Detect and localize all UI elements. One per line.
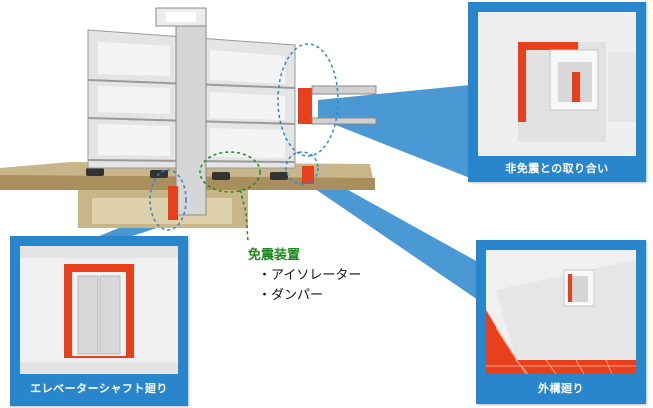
connector-exterior <box>302 170 478 300</box>
elevator-penthouse-opening <box>166 12 196 22</box>
isolator-pad <box>86 168 104 176</box>
junction-highlight <box>298 88 312 124</box>
room-shading <box>98 42 285 158</box>
exterior-highlight <box>302 166 314 184</box>
isolator-pad <box>270 172 288 180</box>
exterior-circle <box>285 151 319 185</box>
callout-exterior-works: 外構廻り <box>476 240 646 404</box>
callout-image <box>486 250 636 374</box>
elevator-shaft <box>175 9 207 216</box>
elevator-circle <box>149 169 187 231</box>
red-joint-top <box>518 42 578 50</box>
elevator-pit-highlight <box>168 186 178 220</box>
callout-image <box>478 12 636 156</box>
junction-circle <box>277 43 339 157</box>
callout-elevator-shaft: エレベーターシャフト廻り <box>10 236 188 406</box>
basement-pit-inner <box>92 198 232 224</box>
legend-heading: 免震装置 <box>248 248 301 263</box>
red-joint-left <box>518 42 526 122</box>
exterior-detail-illustration <box>486 250 636 374</box>
connector-junction <box>318 85 470 178</box>
isolator-pad <box>212 172 230 180</box>
callout-non-isolated-junction: 非免震との取り合い <box>468 2 646 182</box>
connection-beam <box>311 117 377 125</box>
caption-exterior-works: 外構廻り <box>538 382 584 395</box>
isolator-leader <box>239 189 249 243</box>
isolator-legend: 免震装置 ・アイソレーター ・ダンパー <box>248 246 361 306</box>
caption-non-isolated-junction: 非免震との取り合い <box>505 162 609 175</box>
legend-item-isolator: ・アイソレーター <box>258 268 362 283</box>
isolator-circle <box>199 151 261 193</box>
legend-item-damper: ・ダンパー <box>258 288 324 303</box>
junction-detail-illustration <box>478 12 636 156</box>
highlight-circles <box>149 43 339 231</box>
connection-beam <box>311 85 377 95</box>
red-perimeter-strip <box>486 310 636 374</box>
caption-elevator-shaft: エレベーターシャフト廻り <box>30 382 168 395</box>
red-joint-inner <box>572 72 580 102</box>
isolator-pads <box>86 168 288 180</box>
callout-image <box>20 246 178 374</box>
elevator-detail-illustration <box>20 246 178 374</box>
